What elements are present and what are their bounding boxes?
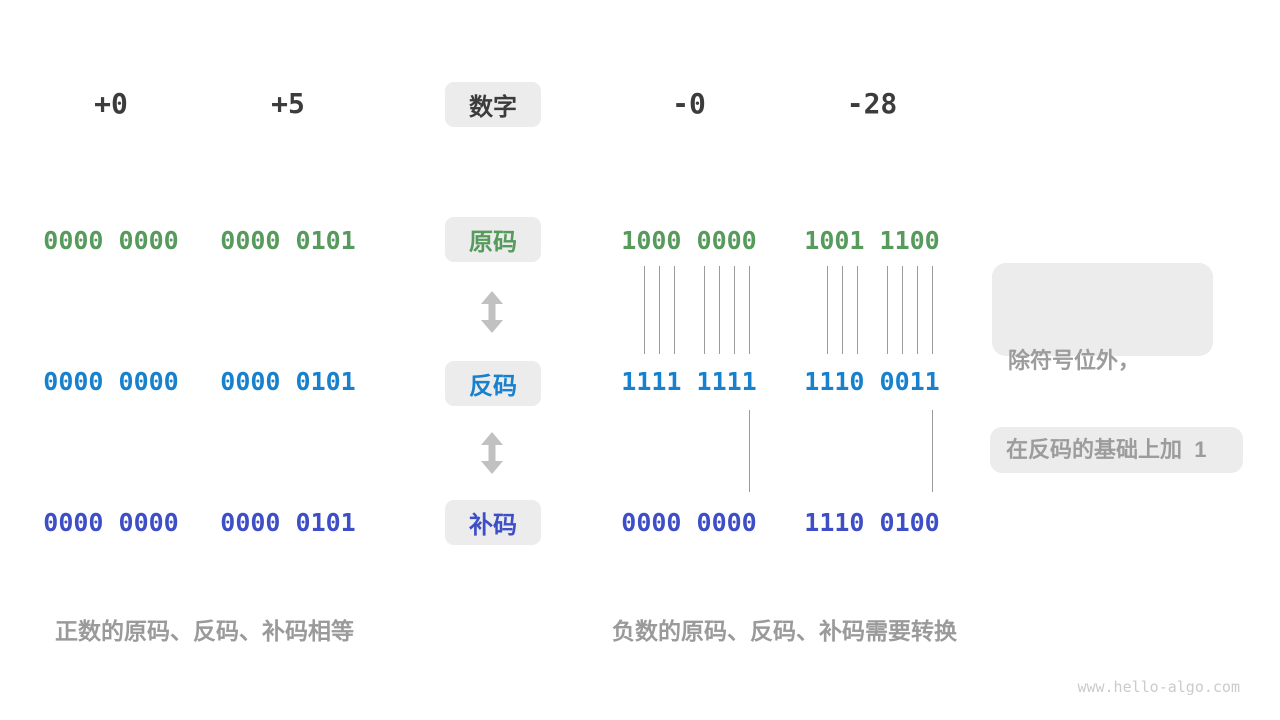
ones-complement-value: 1110 0011 bbox=[804, 367, 940, 396]
sign-magnitude-label: 原码 bbox=[469, 229, 517, 256]
ones-complement-value: 1111 1111 bbox=[621, 367, 757, 396]
ones-complement-value: 0000 0101 bbox=[220, 367, 356, 396]
twos-complement-label-box: 补码 bbox=[445, 500, 541, 545]
positive-numbers-caption: 正数的原码、反码、补码相等 bbox=[55, 618, 354, 644]
header-value-plus-5: +5 bbox=[271, 87, 305, 120]
site-watermark: www.hello-algo.com bbox=[1077, 678, 1240, 696]
sign-magnitude-value: 0000 0000 bbox=[43, 226, 179, 255]
twos-complement-value: 1110 0100 bbox=[804, 508, 940, 537]
ones-complement-label-box: 反码 bbox=[445, 361, 541, 406]
twos-complement-value: 0000 0000 bbox=[621, 508, 757, 537]
ones-complement-label: 反码 bbox=[469, 373, 517, 400]
negative-numbers-caption: 负数的原码、反码、补码需要转换 bbox=[612, 618, 957, 644]
add-one-annotation: 在反码的基础上加 1 bbox=[990, 427, 1243, 473]
add-one-line bbox=[932, 410, 933, 492]
number-label: 数字 bbox=[469, 94, 517, 121]
sign-magnitude-value: 1001 1100 bbox=[804, 226, 940, 255]
bit-flip-lines bbox=[804, 266, 940, 354]
number-label-box: 数字 bbox=[445, 82, 541, 127]
ones-complement-value: 0000 0000 bbox=[43, 367, 179, 396]
up-down-arrow-icon bbox=[481, 432, 503, 474]
up-down-arrow-icon bbox=[481, 291, 503, 333]
twos-complement-label: 补码 bbox=[469, 512, 517, 539]
twos-complement-value: 0000 0101 bbox=[220, 508, 356, 537]
bit-flip-lines bbox=[621, 266, 757, 354]
add-one-line bbox=[749, 410, 750, 492]
flip-annotation-line1: 除符号位外， bbox=[1008, 348, 1141, 373]
twos-complement-value: 0000 0000 bbox=[43, 508, 179, 537]
flip-annotation: 除符号位外， 对其余所有位取反 bbox=[992, 263, 1213, 475]
header-value-plus-0: +0 bbox=[94, 87, 128, 120]
header-value-minus-0: -0 bbox=[672, 87, 706, 120]
sign-magnitude-value: 0000 0101 bbox=[220, 226, 356, 255]
header-value-minus-28: -28 bbox=[846, 87, 898, 120]
sign-magnitude-label-box: 原码 bbox=[445, 217, 541, 262]
sign-magnitude-value: 1000 0000 bbox=[621, 226, 757, 255]
